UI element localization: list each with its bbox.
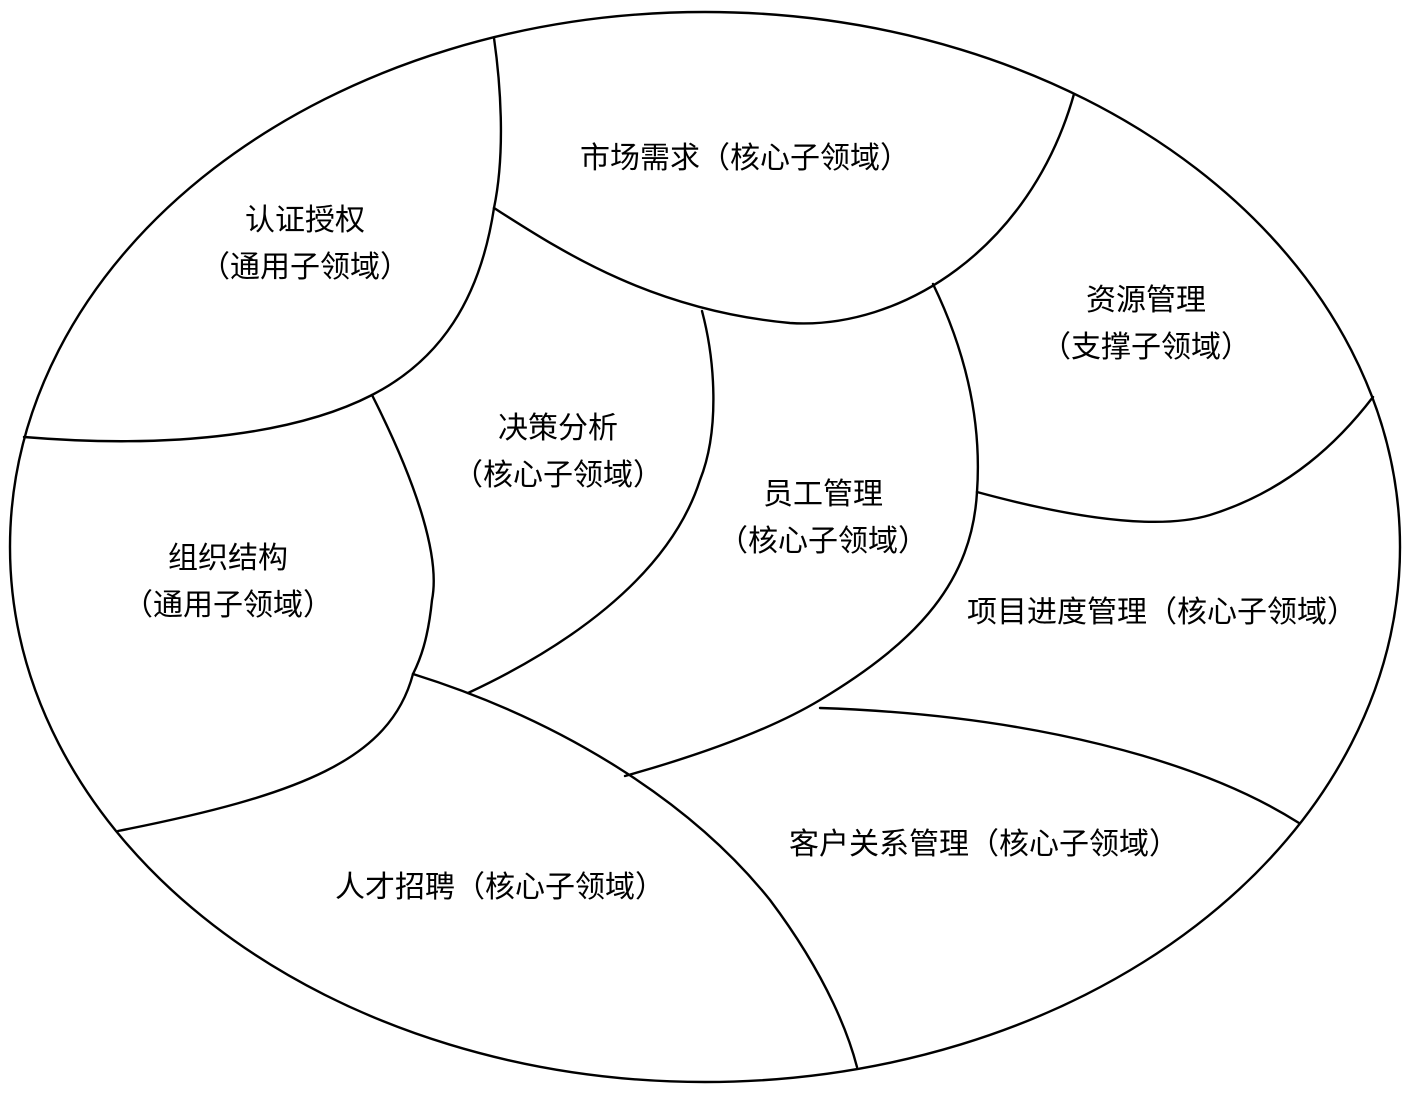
region-resource-type: （支撑子领域） (1041, 330, 1251, 365)
region-market-label: 市场需求（核心子领域） (580, 141, 910, 176)
region-org-name: 组织结构 (168, 541, 288, 576)
region-decision-name: 决策分析 (498, 411, 618, 446)
region-employee-name: 员工管理 (763, 477, 883, 512)
boundary-employee-project (623, 490, 979, 778)
region-project-label: 项目进度管理（核心子领域） (967, 595, 1357, 630)
region-customer-label: 客户关系管理（核心子领域） (789, 827, 1179, 862)
region-auth-type: （通用子领域） (200, 250, 410, 285)
boundary-employee-resource (931, 282, 980, 494)
boundary-market-bottom (492, 92, 1076, 325)
region-auth-name: 认证授权 (245, 203, 365, 238)
region-resource-name: 资源管理 (1086, 283, 1206, 318)
boundary-resource-project (975, 395, 1375, 524)
region-talent-label: 人才招聘（核心子领域） (335, 870, 665, 905)
boundary-auth-bottom (22, 206, 496, 443)
boundary-decision-org (370, 393, 435, 676)
domain-outer-boundary (8, 10, 1402, 1084)
boundary-decision-employee (466, 309, 715, 695)
region-decision-type: （核心子领域） (453, 458, 663, 493)
boundary-talent-top (411, 672, 859, 1069)
region-org-type: （通用子领域） (123, 588, 333, 623)
boundary-auth-market (492, 36, 503, 210)
region-employee-type: （核心子领域） (718, 524, 928, 559)
boundary-project-customer (818, 706, 1301, 825)
boundary-org-talent (116, 672, 415, 833)
